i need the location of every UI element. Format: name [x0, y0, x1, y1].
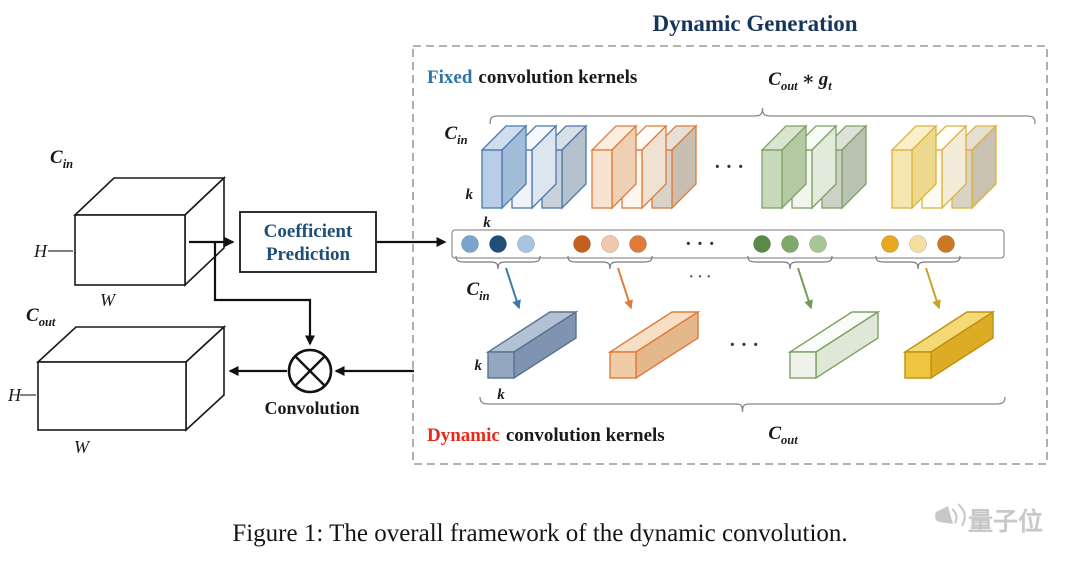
coefficient-dot	[461, 235, 479, 253]
dynamic-kernels-rest: convolution kernels	[506, 425, 665, 446]
dynamic-kernel-yellow	[902, 310, 996, 380]
fixed-kernel-group-orange	[590, 124, 698, 210]
coefficient-prediction-box	[239, 211, 377, 273]
output-tensor	[35, 325, 227, 432]
k-label: k	[466, 187, 474, 203]
coefficient-brace-blue	[455, 255, 541, 270]
megaphone-icon	[935, 503, 966, 527]
ellipsis-arrows: · · ·	[689, 269, 712, 285]
coefficient-brace-green	[747, 255, 833, 270]
k-label: k	[497, 387, 505, 403]
coefficient-arrow-yellow	[925, 267, 941, 310]
h-label-output: H	[7, 385, 22, 405]
dynamic-kernel-orange	[607, 310, 701, 380]
cout-label-output: Cout	[26, 305, 56, 329]
coefficient-arrow-green	[797, 267, 813, 310]
input-tensor	[72, 176, 227, 287]
dynamic-kernels-label: Dynamic convolution kernels	[427, 425, 665, 446]
convolution-operator-icon	[287, 348, 333, 394]
coefficient-dot	[573, 235, 591, 253]
dynamic-kernels-brace	[479, 396, 1006, 413]
w-label-output: W	[74, 437, 91, 457]
watermark-text: 量子位	[968, 507, 1043, 536]
ellipsis-coefficients: · · ·	[685, 233, 715, 255]
coefficient-dot	[629, 235, 647, 253]
fixed-kernel-group-yellow	[890, 124, 998, 210]
dynamic-generation-box	[412, 45, 1048, 465]
fixed-word: Fixed	[427, 67, 473, 88]
fixed-kernel-group-blue	[480, 124, 588, 210]
coefficient-dot	[937, 235, 955, 253]
coefficient-dot	[489, 235, 507, 253]
ellipsis-fixed-kernels: · · ·	[714, 156, 744, 178]
dynamic-kernel-blue	[485, 310, 579, 380]
coefficient-dot	[517, 235, 535, 253]
cout-label-dynamic: Cout	[768, 423, 798, 447]
fixed-kernel-group-green	[760, 124, 868, 210]
kernel-slab	[590, 124, 638, 210]
h-label-input: H	[33, 241, 48, 261]
coefficient-dot	[753, 235, 771, 253]
fixed-kernels-rest: convolution kernels	[478, 67, 637, 88]
dynamic-word: Dynamic	[427, 425, 500, 446]
cout-gt-label: Cout∗gt	[768, 69, 832, 93]
diagram-title: Dynamic Generation	[652, 11, 857, 36]
cin-label-dynamic: Cin	[466, 279, 489, 303]
kernel-slab	[480, 124, 528, 210]
k-label: k	[483, 215, 491, 231]
coefficient-dot	[781, 235, 799, 253]
qbitai-watermark: 量子位	[935, 503, 1043, 536]
fixed-kernels-brace	[489, 107, 1036, 125]
coefficient-prediction-line1: Coefficient	[264, 221, 353, 242]
coefficient-dot	[909, 235, 927, 253]
dynamic-kernel-green	[787, 310, 881, 380]
coefficient-dots	[461, 235, 955, 253]
cin-label-fixed: Cin	[444, 123, 467, 147]
coefficient-strip	[451, 229, 1005, 259]
kernel-slab	[890, 124, 938, 210]
figure-caption: Figure 1: The overall framework of the d…	[232, 520, 847, 547]
arrow-input-to-convolution	[213, 242, 315, 346]
cin-label-input: Cin	[50, 147, 73, 171]
coefficient-dot	[809, 235, 827, 253]
coefficient-brace-yellow	[875, 255, 961, 270]
coefficient-dot	[601, 235, 619, 253]
coefficient-dot	[881, 235, 899, 253]
convolution-label: Convolution	[264, 398, 359, 418]
coefficient-arrow-orange	[617, 267, 633, 310]
coefficient-brace-orange	[567, 255, 653, 270]
coefficient-prediction-line2: Prediction	[266, 244, 351, 265]
k-label: k	[475, 358, 483, 374]
ellipsis-dynamic-kernels: · · ·	[729, 334, 759, 356]
coefficient-arrow-blue	[505, 267, 521, 310]
kernel-slab	[760, 124, 808, 210]
w-label-input: W	[100, 290, 117, 310]
